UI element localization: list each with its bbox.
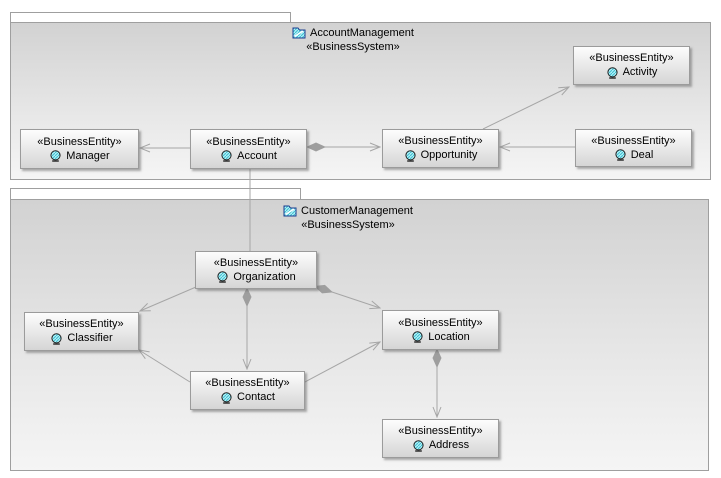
entity-name: Classifier [67, 332, 113, 344]
package-name: CustomerManagement [301, 205, 413, 217]
entity-name: Contact [237, 391, 275, 403]
connector-contact-location[interactable] [302, 342, 380, 384]
connector-organization-classifier[interactable] [140, 286, 197, 311]
entity-stereotype: «BusinessEntity» [398, 425, 483, 437]
entity-name: Location [428, 330, 470, 343]
entity-organization[interactable]: «BusinessEntity» Organization [195, 251, 317, 289]
entity-name: Opportunity [420, 149, 478, 161]
business-entity-icon [404, 149, 416, 162]
business-entity-icon [412, 331, 423, 343]
entity-name: Deal [630, 148, 654, 161]
entity-name: Address [428, 439, 470, 451]
business-entity-icon [606, 66, 618, 79]
package-header-customermanagement: CustomerManagement «BusinessSystem» [258, 204, 438, 232]
entity-name: Account [237, 149, 277, 162]
connector-opportunity-activity[interactable] [482, 87, 569, 130]
business-entity-icon [51, 332, 62, 345]
package-folder-icon [283, 205, 297, 217]
package-stereotype: «BusinessSystem» [306, 41, 400, 53]
entity-deal[interactable]: «BusinessEntity» Deal [575, 129, 692, 167]
entity-stereotype: «BusinessEntity» [205, 377, 290, 389]
business-entity-icon [221, 150, 232, 162]
entity-name: Manager [66, 149, 110, 162]
entity-address[interactable]: «BusinessEntity» Address [382, 419, 499, 458]
entity-stereotype: «BusinessEntity» [206, 135, 291, 148]
business-entity-icon [50, 150, 61, 162]
entity-manager[interactable]: «BusinessEntity» Manager [20, 129, 139, 169]
entity-name: Organization [233, 270, 296, 283]
package-header-accountmanagement: AccountManagement «BusinessSystem» [268, 26, 438, 54]
entity-stereotype: «BusinessEntity» [398, 316, 483, 329]
package-stereotype: «BusinessSystem» [301, 219, 395, 231]
entity-stereotype: «BusinessEntity» [398, 135, 483, 147]
entity-contact[interactable]: «BusinessEntity» Contact [190, 371, 305, 410]
entity-name: Activity [622, 66, 658, 78]
business-entity-icon [221, 391, 232, 404]
business-entity-icon [615, 149, 626, 161]
entity-account[interactable]: «BusinessEntity» Account [190, 129, 307, 169]
business-entity-icon [413, 439, 424, 452]
entity-classifier[interactable]: «BusinessEntity» Classifier [24, 312, 139, 351]
package-folder-icon [292, 27, 306, 39]
entity-activity[interactable]: «BusinessEntity» Activity [573, 46, 690, 85]
entity-stereotype: «BusinessEntity» [591, 134, 676, 147]
entity-stereotype: «BusinessEntity» [589, 52, 674, 64]
entity-stereotype: «BusinessEntity» [213, 256, 299, 269]
package-name: AccountManagement [310, 27, 414, 39]
connector-contact-classifier[interactable] [139, 350, 191, 383]
connector-organization-location[interactable] [313, 286, 380, 308]
entity-stereotype: «BusinessEntity» [37, 135, 122, 148]
business-entity-icon [217, 271, 228, 283]
entity-opportunity[interactable]: «BusinessEntity» Opportunity [382, 129, 499, 168]
entity-location[interactable]: «BusinessEntity» Location [382, 310, 499, 350]
entity-stereotype: «BusinessEntity» [39, 318, 124, 330]
